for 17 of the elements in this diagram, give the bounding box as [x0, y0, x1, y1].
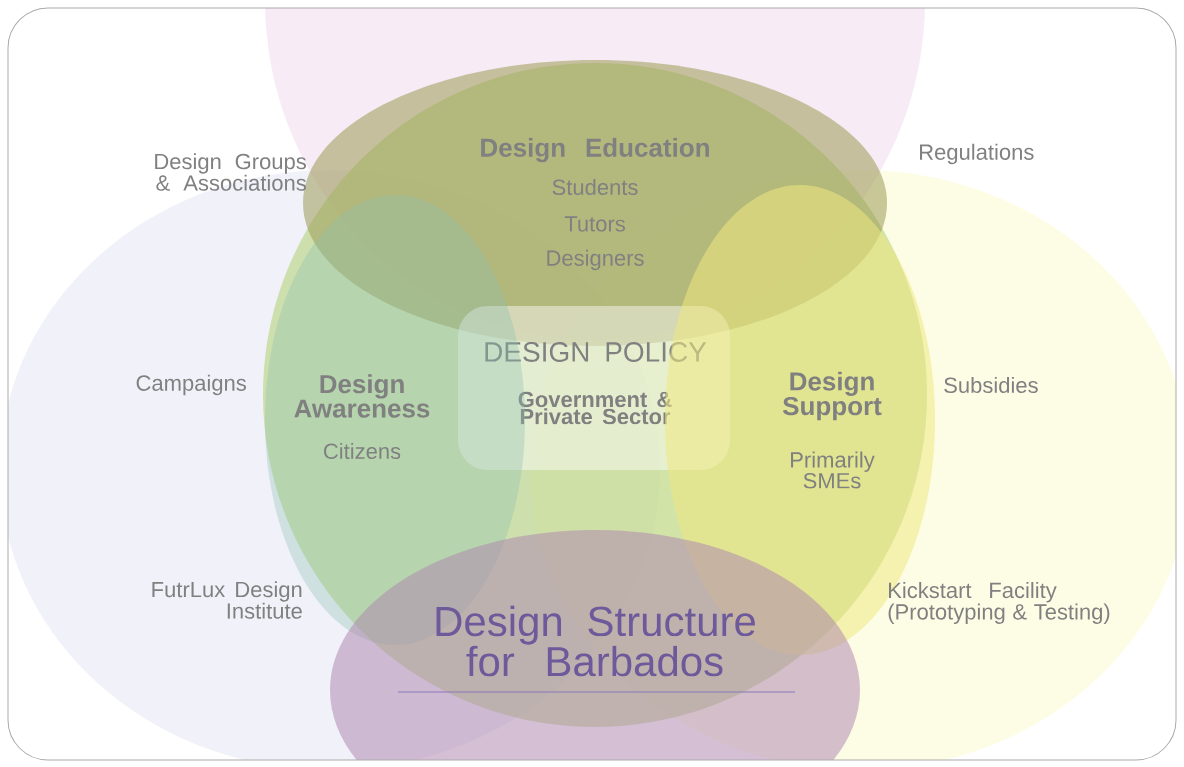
label: Design Groups & Associations — [155, 153, 306, 191]
heading: Design Awareness — [294, 374, 430, 418]
list-item: Tutors — [564, 216, 625, 232]
body-text: Citizens — [324, 442, 401, 460]
list-item: Designers — [547, 249, 644, 271]
label: FutrLux Design Institute — [152, 581, 302, 619]
label: Regulations — [920, 143, 1034, 165]
heading: DESIGN POLICY — [485, 342, 707, 362]
label: Kickstart Facility (Prototyping & Testing) — [888, 581, 1110, 624]
body-text: Government & Private Sector — [518, 391, 672, 425]
label: Subsidies — [944, 376, 1038, 394]
list-item: Students — [552, 178, 638, 196]
body-text: Primarily SMEs — [791, 451, 875, 489]
title: Design Structure for Barbados — [436, 605, 755, 677]
label: Campaigns — [136, 374, 246, 396]
heading: Design Support — [782, 371, 882, 421]
heading: Design Education — [481, 137, 709, 163]
